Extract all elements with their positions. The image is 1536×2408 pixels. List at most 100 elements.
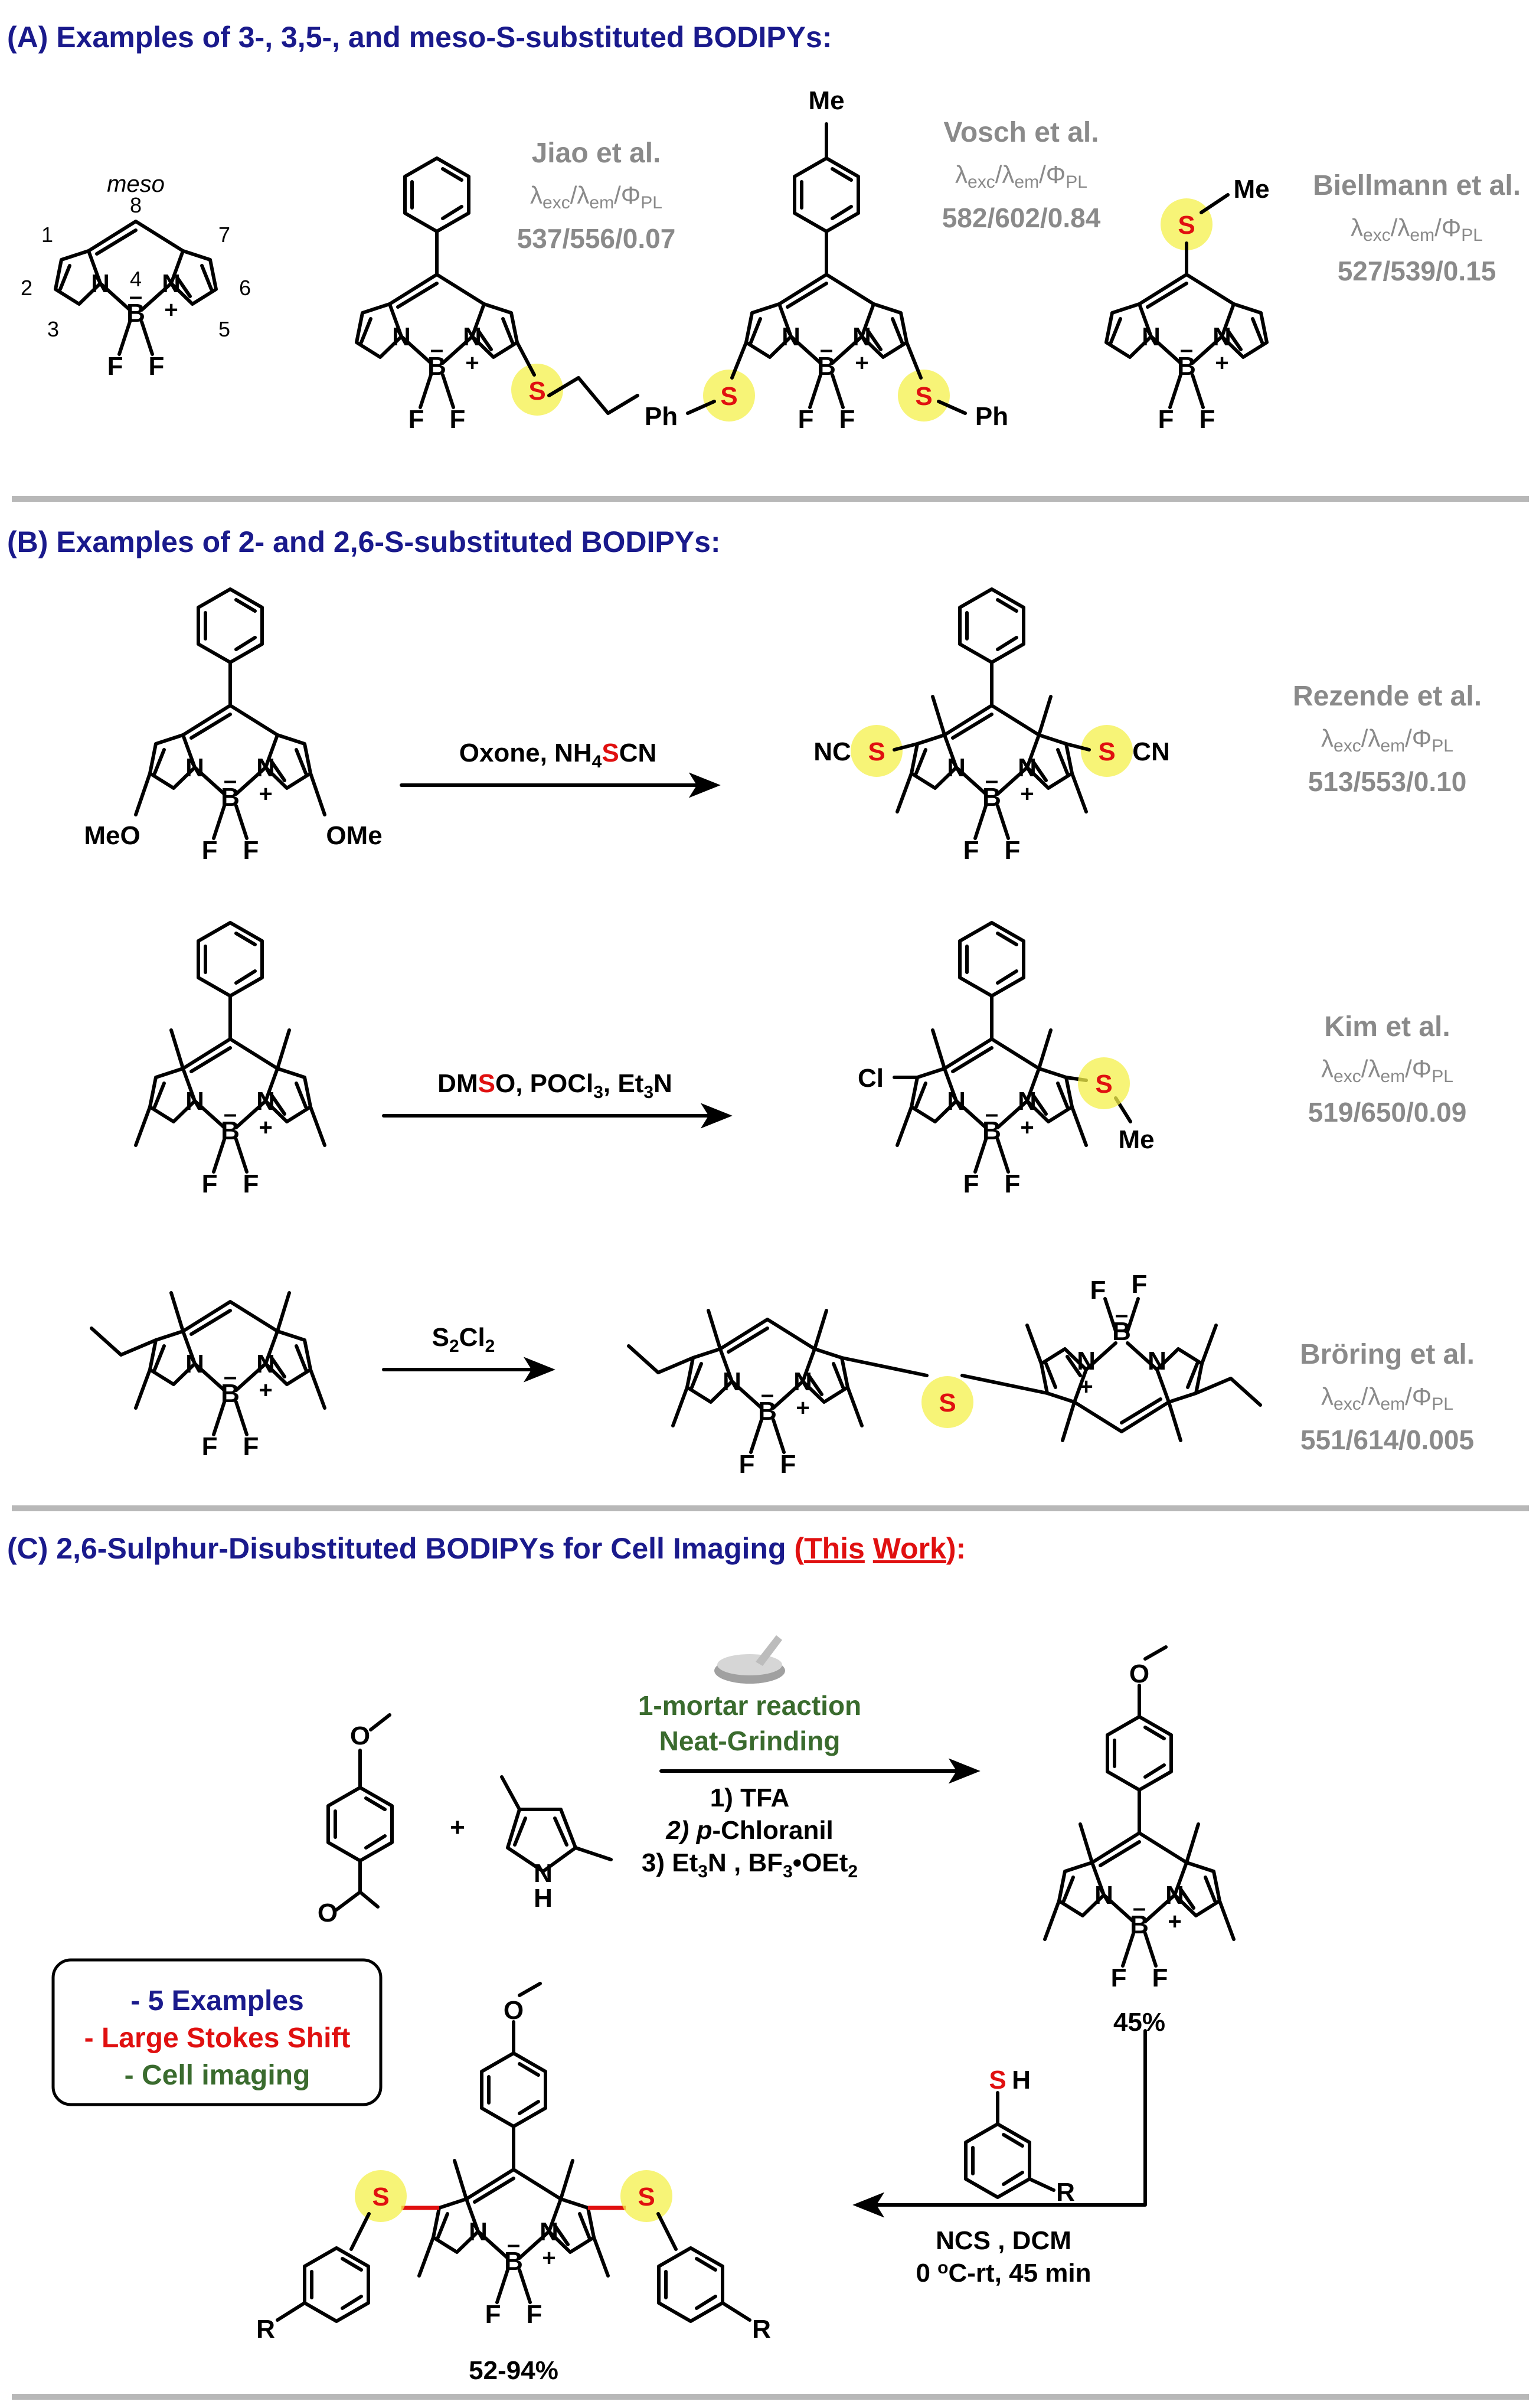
svg-text:Me: Me bbox=[808, 86, 844, 115]
svg-text:–: – bbox=[761, 1381, 774, 1407]
svg-text:–: – bbox=[507, 2231, 520, 2257]
anisyl-bodipy-intermediate: O N N B – + F F bbox=[1043, 1645, 1236, 1992]
vosch-compound: Me S S Ph Ph N N B – + F F bbox=[645, 86, 1008, 434]
svg-text:1: 1 bbox=[41, 223, 53, 247]
svg-text:+: + bbox=[1215, 350, 1228, 376]
chloro-methylthio-bodipy: S Cl Me N N B – + F F bbox=[858, 923, 1155, 1198]
svg-text:S: S bbox=[372, 2182, 389, 2211]
svg-text:–: – bbox=[224, 1364, 237, 1390]
anisaldehyde: O O bbox=[318, 1713, 392, 1927]
svg-text:F: F bbox=[202, 1432, 218, 1461]
svg-text:–: – bbox=[129, 283, 142, 309]
conditions-temp: 0 oC-rt, 45 min bbox=[916, 2258, 1091, 2288]
svg-text:Kim et al.: Kim et al. bbox=[1324, 1011, 1450, 1043]
kim-reference: Kim et al. λexc/λem/ΦPL 519/650/0.09 bbox=[1308, 1011, 1467, 1128]
svg-text:5: 5 bbox=[218, 317, 230, 341]
svg-text:S: S bbox=[720, 382, 737, 411]
svg-text:+: + bbox=[855, 350, 868, 376]
svg-text:O: O bbox=[318, 1899, 338, 1927]
svg-text:λexc/λem/ΦPL: λexc/λem/ΦPL bbox=[1321, 1055, 1453, 1086]
bodipy-core-numbered: meso 8 1 2 3 4 5 6 7 N N B – + F F bbox=[21, 171, 251, 381]
step-1: 1) TFA bbox=[710, 1783, 789, 1812]
thiocyanato-bodipy: S S NC CN N N B – + F F bbox=[813, 589, 1170, 865]
svg-text:B: B bbox=[221, 1379, 240, 1408]
svg-text:N: N bbox=[1142, 322, 1161, 351]
yield-product: 52-94% bbox=[469, 2356, 558, 2385]
arrow-thiolation bbox=[852, 2029, 1147, 2218]
svg-text:N: N bbox=[185, 753, 204, 782]
svg-text:3: 3 bbox=[47, 317, 59, 341]
broring-reference: Bröring et al. λexc/λem/ΦPL 551/614/0.00… bbox=[1300, 1339, 1475, 1455]
svg-text:NC: NC bbox=[813, 737, 851, 766]
svg-text:B: B bbox=[1112, 1317, 1131, 1346]
svg-text:Vosch et al.: Vosch et al. bbox=[943, 117, 1099, 148]
svg-text:OMe: OMe bbox=[326, 821, 382, 850]
reagent-s2cl2: S2Cl2 bbox=[432, 1323, 495, 1356]
svg-text:O: O bbox=[504, 1996, 524, 2025]
conditions-ncs: NCS , DCM bbox=[936, 2226, 1071, 2255]
biellmann-reference: Biellmann et al. λexc/λem/ΦPL 527/539/0.… bbox=[1313, 170, 1521, 286]
svg-text:Biellmann et al.: Biellmann et al. bbox=[1313, 170, 1521, 201]
svg-text:B: B bbox=[1130, 1910, 1149, 1939]
highlight-stokes: - Large Stokes Shift bbox=[84, 2023, 351, 2054]
step-3: 3) Et3N , BF3•OEt2 bbox=[642, 1848, 858, 1881]
svg-text:N: N bbox=[782, 322, 800, 351]
svg-text:+: + bbox=[1168, 1909, 1181, 1935]
svg-text:+: + bbox=[465, 350, 479, 376]
section-a-header: (A) Examples of 3-, 3,5-, and meso-S-sub… bbox=[7, 21, 832, 54]
svg-text:+: + bbox=[259, 1115, 272, 1141]
svg-text:+: + bbox=[1079, 1374, 1093, 1400]
svg-text:H: H bbox=[534, 1884, 553, 1913]
svg-text:F: F bbox=[1005, 1169, 1021, 1198]
mortar-icon bbox=[714, 1635, 785, 1684]
vosch-reference: Vosch et al. λexc/λem/ΦPL 582/602/0.84 bbox=[942, 117, 1101, 233]
svg-text:F: F bbox=[243, 1432, 259, 1461]
svg-text:2: 2 bbox=[21, 276, 32, 300]
svg-text:F: F bbox=[243, 1169, 259, 1198]
svg-text:N: N bbox=[256, 1350, 275, 1378]
highlights-box bbox=[51, 1958, 383, 2106]
svg-text:–: – bbox=[1180, 336, 1193, 362]
svg-text:S: S bbox=[915, 382, 932, 411]
svg-text:+: + bbox=[1020, 781, 1034, 807]
svg-text:S: S bbox=[638, 2182, 655, 2211]
svg-text:MeO: MeO bbox=[84, 821, 140, 850]
svg-text:6: 6 bbox=[239, 276, 251, 300]
svg-text:F: F bbox=[839, 405, 855, 434]
svg-text:N: N bbox=[723, 1367, 741, 1396]
svg-text:–: – bbox=[985, 767, 998, 793]
step-2: 2) p-Chloranil bbox=[665, 1816, 834, 1845]
svg-text:–: – bbox=[985, 1101, 998, 1127]
svg-text:8: 8 bbox=[130, 193, 142, 217]
svg-text:CN: CN bbox=[1132, 737, 1170, 766]
svg-text:S: S bbox=[1095, 1070, 1112, 1099]
svg-text:B: B bbox=[504, 2247, 523, 2276]
svg-text:λexc/λem/ΦPL: λexc/λem/ΦPL bbox=[1321, 724, 1453, 756]
svg-text:N: N bbox=[162, 269, 181, 298]
svg-text:N: N bbox=[1018, 753, 1037, 782]
svg-text:S: S bbox=[989, 2066, 1006, 2095]
svg-text:N: N bbox=[256, 753, 275, 782]
svg-text:513/553/0.10: 513/553/0.10 bbox=[1308, 766, 1467, 797]
ethyl-bodipy: N N B – + F F bbox=[90, 1291, 326, 1461]
svg-text:F: F bbox=[1158, 405, 1174, 434]
svg-text:Me: Me bbox=[1118, 1125, 1154, 1154]
svg-text:B: B bbox=[982, 783, 1001, 812]
svg-text:B: B bbox=[982, 1116, 1001, 1145]
svg-text:F: F bbox=[408, 405, 424, 434]
section-c-header: (C) 2,6-Sulphur-Disubstituted BODIPYs fo… bbox=[7, 1532, 966, 1565]
svg-text:F: F bbox=[450, 405, 466, 434]
svg-text:Cl: Cl bbox=[858, 1064, 884, 1093]
svg-text:N: N bbox=[1213, 322, 1231, 351]
svg-text:F: F bbox=[1111, 1963, 1127, 1992]
svg-text:R: R bbox=[1056, 2178, 1075, 2207]
svg-text:551/614/0.005: 551/614/0.005 bbox=[1300, 1424, 1474, 1455]
svg-text:N: N bbox=[469, 2217, 488, 2246]
svg-text:S: S bbox=[939, 1388, 956, 1417]
svg-text:N: N bbox=[534, 1859, 553, 1888]
svg-text:F: F bbox=[243, 836, 259, 865]
svg-text:N: N bbox=[185, 1350, 204, 1378]
svg-text:N: N bbox=[256, 1087, 275, 1116]
svg-text:Ph: Ph bbox=[975, 402, 1008, 431]
svg-text:λexc/λem/ΦPL: λexc/λem/ΦPL bbox=[1351, 214, 1483, 245]
